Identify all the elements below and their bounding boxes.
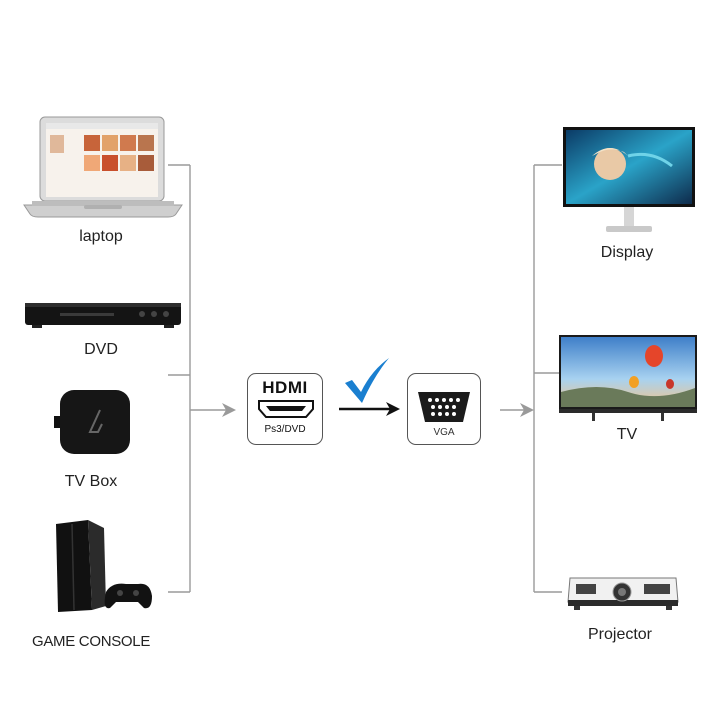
label-tv-box: TV Box xyxy=(64,473,118,490)
label-tv: TV xyxy=(616,426,638,443)
check-mark-icon xyxy=(345,358,389,403)
label-dvd: DVD xyxy=(84,341,118,358)
laptop-icon xyxy=(23,116,183,218)
right-arrow-head xyxy=(520,403,534,417)
left-arrow-head xyxy=(222,403,236,417)
hdmi-subtitle: Ps3/DVD xyxy=(264,424,306,435)
label-projector: Projector xyxy=(587,626,653,643)
game-console-icon xyxy=(56,520,152,612)
label-display: Display xyxy=(600,244,654,261)
vga-port-icon xyxy=(418,392,470,422)
hdmi-port-icon xyxy=(258,400,314,418)
hdmi-title: HDMI xyxy=(262,378,308,397)
label-laptop: laptop xyxy=(79,228,123,245)
display-monitor-icon xyxy=(563,127,695,232)
hdmi-input-box: HDMI Ps3/DVD xyxy=(247,373,323,445)
tv-box-icon xyxy=(54,390,130,454)
projector-icon xyxy=(567,577,679,610)
vga-title: VGA xyxy=(433,427,455,438)
vga-output-box: VGA xyxy=(407,373,481,445)
dvd-player-icon xyxy=(25,303,181,328)
tv-icon xyxy=(559,335,697,421)
label-game-console: GAME CONSOLE xyxy=(31,633,151,650)
